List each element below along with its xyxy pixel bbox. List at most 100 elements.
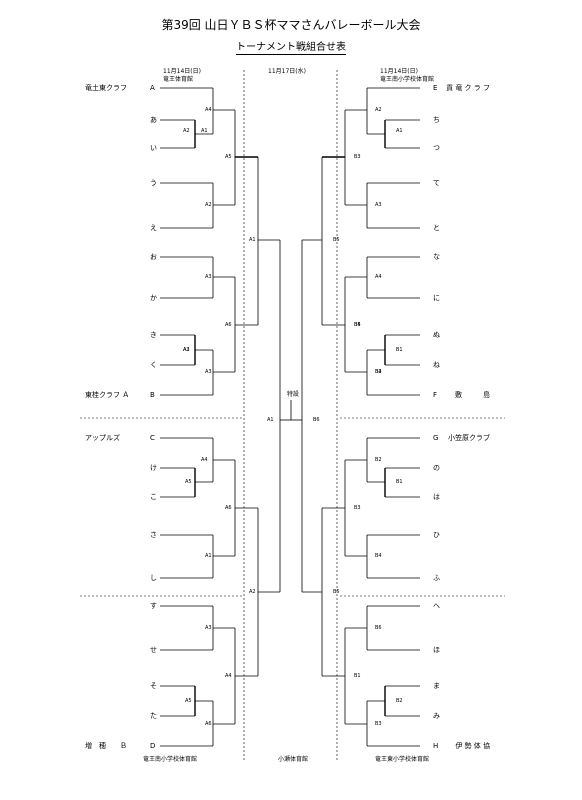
match-label: B5 — [354, 322, 361, 328]
left-team-code: A — [150, 84, 155, 92]
left-team-name: 増 穂 Ｂ — [85, 742, 127, 750]
left-team-code: く — [150, 361, 157, 369]
left-team-code: し — [150, 574, 157, 582]
match-label: B4 — [375, 369, 382, 375]
top-center-date: 11月17日(水) — [268, 68, 306, 75]
match-label: A5 — [185, 479, 192, 485]
match-label: B3 — [375, 721, 382, 727]
match-label: B4 — [375, 553, 382, 559]
left-team-code: う — [150, 179, 157, 187]
top-right-date: 11月14日(日) — [380, 68, 418, 75]
match-label: A3 — [375, 202, 382, 208]
match-label: A2 — [375, 107, 382, 113]
match-label: A3 — [183, 347, 190, 353]
match-label: B4 — [354, 322, 361, 328]
left-team-code: い — [150, 144, 157, 152]
right-team-code: ね — [433, 361, 440, 369]
right-team-code: に — [433, 294, 440, 302]
left-team-name: 竜土東クラフ — [85, 84, 127, 92]
match-label: B1 — [396, 347, 403, 353]
right-team-code: ま — [433, 682, 440, 690]
right-team-code: つ — [433, 144, 440, 152]
right-team-name: 貢 竜 ク ラ フ — [446, 84, 490, 92]
right-team-code: て — [433, 179, 440, 187]
match-label: B1 — [396, 479, 403, 485]
left-team-code: B — [150, 391, 155, 399]
match-label: A2 — [183, 347, 190, 353]
left-team-code: さ — [150, 531, 157, 539]
left-team-code: す — [150, 602, 157, 610]
left-team-code: き — [150, 331, 157, 339]
right-team-code: E — [433, 84, 438, 92]
right-team-code: と — [433, 224, 440, 232]
top-left-venue: 竜王体育館 — [163, 76, 194, 83]
match-label: B5 — [333, 237, 340, 243]
match-label: A4 — [201, 457, 208, 463]
left-team-name: 東桂クラフ Ａ — [85, 391, 130, 399]
match-label: B6 — [313, 417, 320, 423]
bottom-center-venue: 小瀬体育館 — [278, 756, 309, 763]
match-label: A4 — [375, 274, 382, 280]
right-team-code: ぬ — [433, 331, 440, 339]
match-label: B6 — [375, 625, 382, 631]
match-label: B3 — [354, 154, 361, 160]
bottom-left-venue: 竜王南小学校体育館 — [143, 756, 198, 763]
right-team-name: 敷 島 — [455, 391, 490, 399]
match-label: A6 — [225, 505, 232, 511]
match-label: A1 — [249, 237, 256, 243]
right-team-name: 小笠原クラブ — [448, 434, 490, 442]
bottom-right-venue: 竜王東小学校体育館 — [375, 756, 430, 763]
top-left-date: 11月14日(日) — [163, 68, 201, 75]
match-label: A3 — [205, 274, 212, 280]
match-label: A6 — [205, 721, 212, 727]
left-team-code: け — [150, 464, 157, 472]
right-team-code: な — [433, 253, 440, 261]
left-team-name: アップルズ — [85, 434, 120, 442]
left-team-code: C — [150, 434, 155, 442]
match-label: A4 — [225, 673, 232, 679]
left-team-code: え — [150, 224, 157, 232]
match-label: A4 — [205, 107, 212, 113]
match-label: A2 — [183, 128, 190, 134]
left-team-code: お — [150, 253, 157, 261]
match-label: B2 — [375, 369, 382, 375]
match-label: A5 — [225, 154, 232, 160]
top-right-venue: 竜王南小学校体育館 — [380, 76, 435, 83]
match-label: B2 — [396, 698, 403, 704]
match-label: B5 — [333, 589, 340, 595]
subtitle-text: トーナメント戦組合せ表 — [236, 42, 346, 55]
right-team-name: 伊 勢 体 協 — [455, 742, 490, 750]
right-team-code: H — [433, 742, 439, 750]
match-label: A2 — [205, 202, 212, 208]
right-team-code: は — [433, 493, 440, 501]
match-label: B3 — [354, 505, 361, 511]
match-label: A2 — [249, 589, 256, 595]
match-label: A5 — [185, 698, 192, 704]
match-label: B2 — [375, 457, 382, 463]
left-team-code: D — [150, 742, 156, 750]
right-team-code: み — [433, 712, 440, 720]
match-label: A1 — [267, 417, 274, 423]
right-team-code: の — [433, 464, 440, 472]
right-team-code: ほ — [433, 646, 440, 654]
match-label: A3 — [205, 369, 212, 375]
left-team-code: こ — [150, 493, 157, 501]
left-team-code: あ — [150, 116, 157, 124]
match-label: A3 — [205, 625, 212, 631]
page-title: 第39回 山日ＹＢＳ杯ママさんバレーボール大会 — [161, 18, 421, 32]
right-team-code: F — [433, 391, 438, 399]
match-label: A6 — [225, 322, 232, 328]
match-label: A1 — [396, 128, 403, 134]
match-label: A1 — [205, 553, 212, 559]
left-team-code: せ — [150, 646, 157, 654]
match-label: B1 — [354, 673, 361, 679]
left-team-code: そ — [150, 682, 157, 690]
page-subtitle: トーナメント戦組合せ表 — [0, 38, 582, 55]
right-team-code: ひ — [433, 531, 440, 539]
right-team-code: G — [433, 434, 439, 442]
special-seed-label: 特設 — [287, 391, 300, 398]
left-team-code: た — [150, 712, 157, 720]
left-team-code: か — [150, 294, 157, 302]
match-label: A1 — [201, 128, 208, 134]
